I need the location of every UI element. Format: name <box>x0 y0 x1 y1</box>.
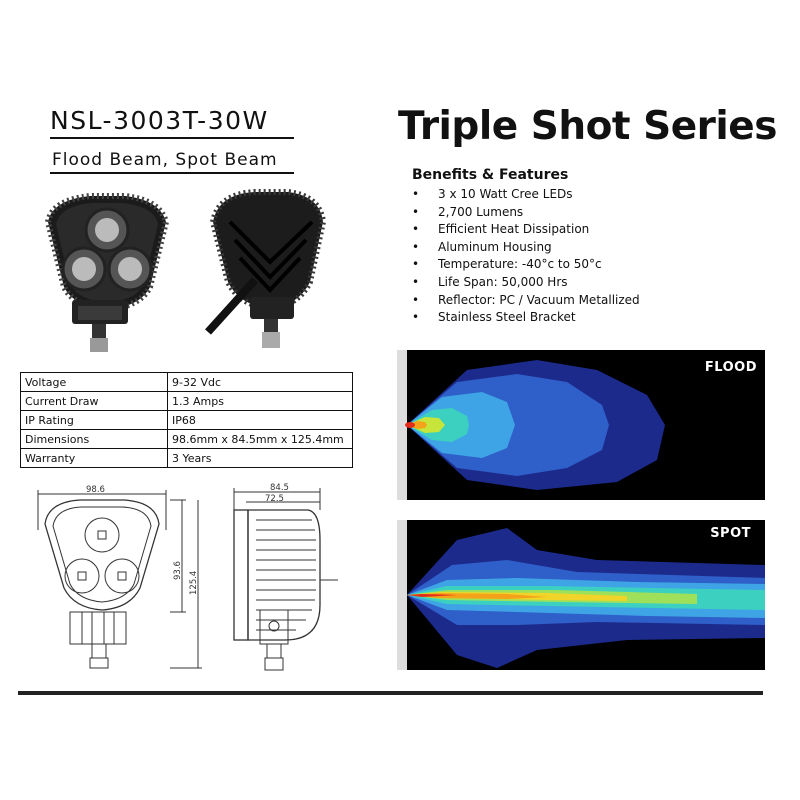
table-row: Current Draw 1.3 Amps <box>20 391 353 411</box>
spot-beam-graphic <box>397 520 765 670</box>
spec-value: 1.3 Amps <box>167 391 353 411</box>
flood-beam-graphic <box>397 350 665 500</box>
side-view-drawing: 84.5 72.5 <box>233 483 338 671</box>
spec-key: IP Rating <box>20 410 168 430</box>
feature-item: Reflector: PC / Vacuum Metallized <box>411 292 640 310</box>
table-row: Voltage 9-32 Vdc <box>20 372 353 392</box>
features-list: 3 x 10 Watt Cree LEDs 2,700 Lumens Effic… <box>411 186 640 327</box>
table-row: Warranty 3 Years <box>20 448 353 468</box>
features-title: Benefits & Features <box>412 167 569 183</box>
spec-table: Voltage 9-32 Vdc Current Draw 1.3 Amps I… <box>20 372 353 468</box>
feature-item: Life Span: 50,000 Hrs <box>411 274 640 292</box>
beam-types-underline <box>50 172 294 174</box>
product-front-photo <box>44 193 170 352</box>
dim-width: 98.6 <box>86 485 105 495</box>
spec-key: Warranty <box>20 448 168 468</box>
flood-beam-pattern: FLOOD <box>397 350 765 500</box>
spec-value: IP68 <box>167 410 353 430</box>
dim-depth-body: 72.5 <box>265 494 284 504</box>
table-row: Dimensions 98.6mm x 84.5mm x 125.4mm <box>20 429 353 449</box>
spot-beam-pattern: SPOT <box>397 520 765 670</box>
table-row: IP Rating IP68 <box>20 410 353 430</box>
spec-value: 3 Years <box>167 448 353 468</box>
feature-item: Stainless Steel Bracket <box>411 309 640 327</box>
spec-value: 98.6mm x 84.5mm x 125.4mm <box>167 429 353 449</box>
flood-label: FLOOD <box>704 360 757 375</box>
product-photos <box>44 189 327 352</box>
dim-height-outer: 93.6 <box>173 561 183 580</box>
feature-item: Efficient Heat Dissipation <box>411 221 640 239</box>
spec-key: Dimensions <box>20 429 168 449</box>
product-back-photo <box>205 189 327 348</box>
model-underline <box>50 137 294 139</box>
model-number: NSL-3003T-30W <box>50 106 269 135</box>
bottom-divider <box>18 691 763 695</box>
spot-label: SPOT <box>710 526 751 541</box>
spec-key: Current Draw <box>20 391 168 411</box>
front-view-drawing: 98.6 93.6 125.4 <box>37 485 202 669</box>
dim-depth-total: 84.5 <box>270 483 289 493</box>
technical-drawings: 98.6 93.6 125.4 84.5 72.5 <box>37 483 338 671</box>
feature-item: Aluminum Housing <box>411 239 640 257</box>
dim-height-total: 125.4 <box>189 571 199 595</box>
spec-value: 9-32 Vdc <box>167 372 353 392</box>
feature-item: 3 x 10 Watt Cree LEDs <box>411 186 640 204</box>
beam-types: Flood Beam, Spot Beam <box>52 150 278 170</box>
spec-key: Voltage <box>20 372 168 392</box>
feature-item: Temperature: -40°c to 50°c <box>411 256 640 274</box>
series-title: Triple Shot Series <box>398 104 777 149</box>
feature-item: 2,700 Lumens <box>411 204 640 222</box>
